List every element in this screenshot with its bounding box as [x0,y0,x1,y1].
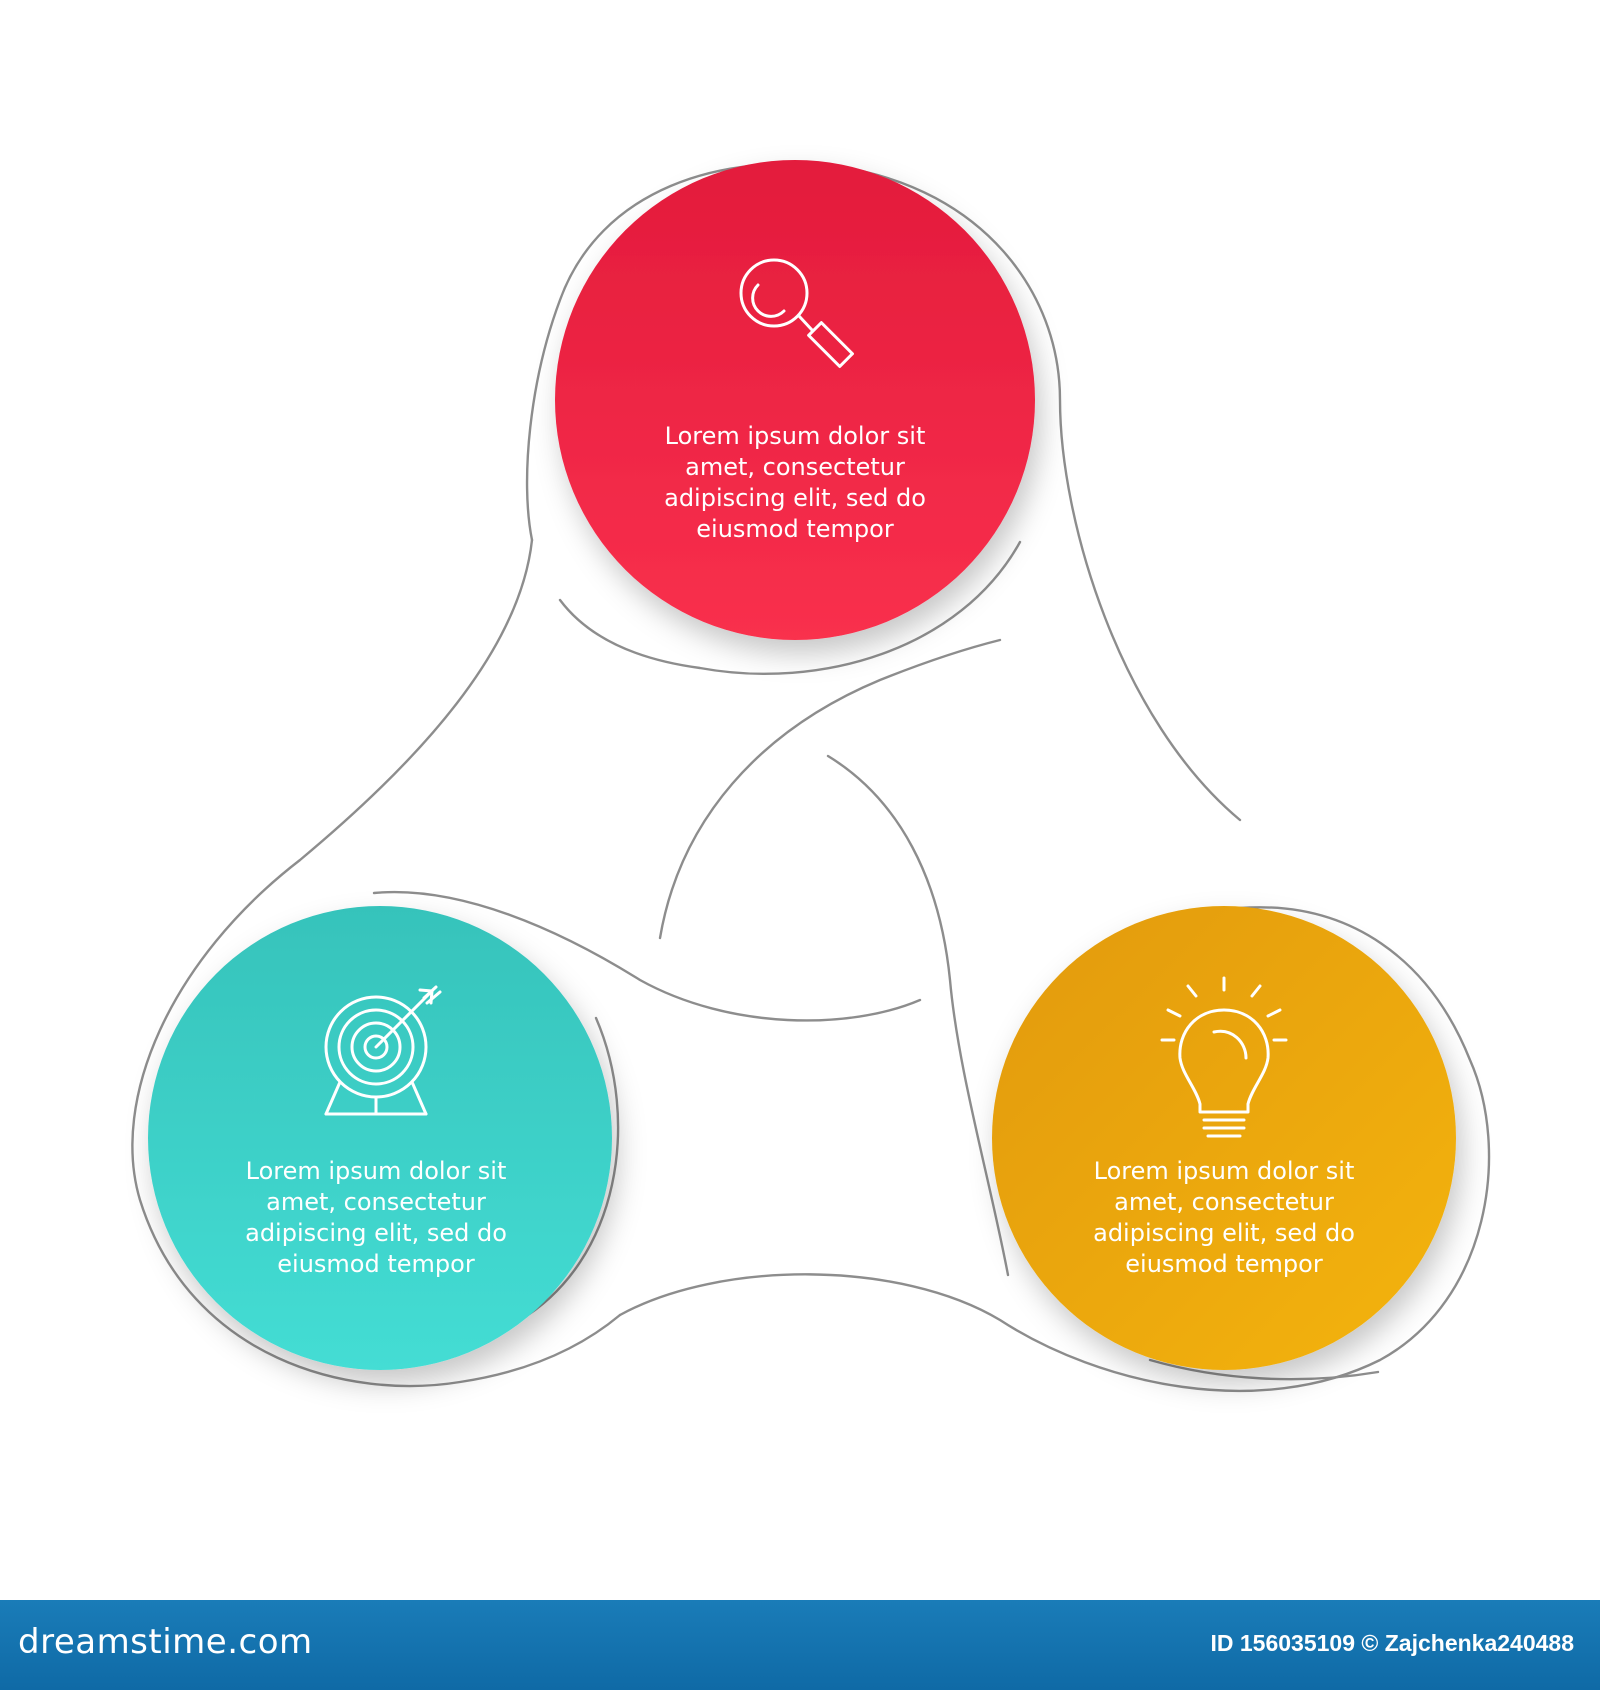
node-top-line-1: Lorem ipsum dolor sit [664,422,926,450]
node-right-circle [992,906,1456,1370]
node-right-line-3: adipiscing elit, sed do [1093,1219,1355,1247]
node-left-line-1: Lorem ipsum dolor sit [245,1157,507,1185]
node-left [148,906,612,1370]
node-right-text: Lorem ipsum dolor sit amet, consectetur … [1054,1156,1394,1280]
node-left-line-2: amet, consectetur [266,1188,486,1216]
top-lobe-outline [525,162,1242,822]
node-top-circle [555,160,1035,640]
footer-credit: ID 156035109 © Zajchenka240488 [1210,1630,1575,1656]
node-right-line-4: eiusmod tempor [1125,1250,1323,1278]
magnifier-icon [739,258,854,368]
inner-triangle-left [658,638,1002,940]
outline-curves [131,162,1491,1393]
node-left-line-4: eiusmod tempor [277,1250,475,1278]
right-lobe-inner-arc [1148,1358,1380,1381]
node-top [555,160,1035,640]
node-top-line-2: amet, consectetur [685,453,905,481]
node-left-line-3: adipiscing elit, sed do [245,1219,507,1247]
node-left-circle [148,906,612,1370]
left-lobe-outline [131,538,622,1388]
inner-triangle-bottom [372,890,922,1022]
node-left-text: Lorem ipsum dolor sit amet, consectetur … [206,1156,546,1280]
top-lobe-inner-arc [558,540,1022,675]
node-top-line-3: adipiscing elit, sed do [664,484,926,512]
lightbulb-icon [1160,976,1288,1138]
inner-triangle-right [826,754,1010,1277]
node-right-line-1: Lorem ipsum dolor sit [1093,1157,1355,1185]
cycle-diagram [131,160,1491,1393]
node-right-line-2: amet, consectetur [1114,1188,1334,1216]
target-icon [324,985,442,1116]
node-top-line-4: eiusmod tempor [696,515,894,543]
node-right [992,906,1456,1370]
footer-brand[interactable]: dreamstime.com [18,1622,313,1662]
footer-bar: dreamstime.com ID 156035109 © Zajchenka2… [0,1600,1600,1690]
node-top-text: Lorem ipsum dolor sit amet, consectetur … [625,421,965,545]
